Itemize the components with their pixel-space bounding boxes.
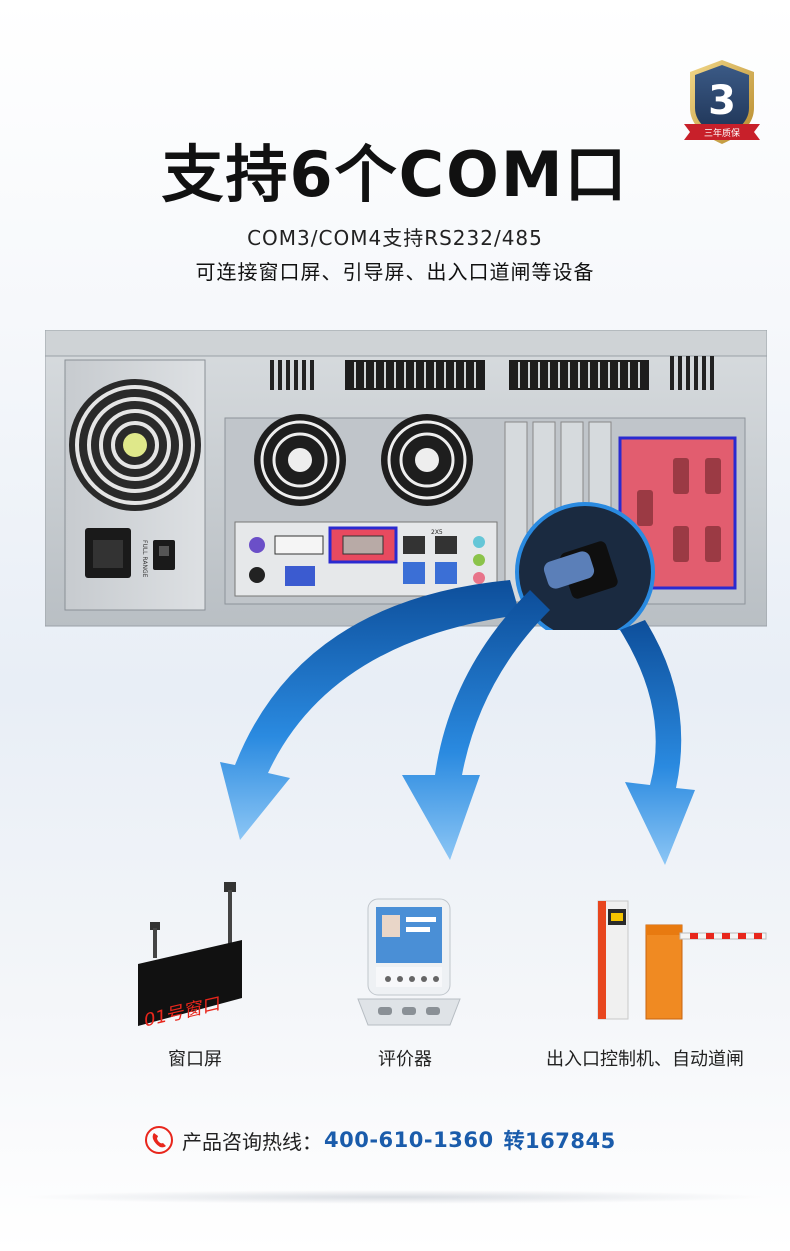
subtitle-com-support: COM3/COM4支持RS232/485 — [247, 226, 543, 250]
device-label-window-screen: 窗口屏 — [168, 1049, 222, 1070]
hotline-prefix: 产品咨询热线： — [182, 1129, 322, 1154]
window-display-icon: 01号窗口 — [138, 882, 242, 1030]
device-label-barrier-gate: 出入口控制机、自动道闸 — [546, 1049, 744, 1070]
subtitle-devices: 可连接窗口屏、引导屏、出入口道闸等设备 — [195, 260, 595, 284]
warranty-badge-icon: 3 三年质保 — [684, 60, 760, 144]
device-label-evaluator: 评价器 — [378, 1049, 432, 1070]
evaluator-icon — [357, 898, 461, 1026]
connection-arrows-icon — [220, 580, 695, 865]
svg-text:2X5: 2X5 — [431, 529, 443, 536]
phone-icon — [145, 1126, 173, 1154]
svg-text:三年质保: 三年质保 — [704, 127, 740, 139]
hotline-ext: 转167845 — [503, 1129, 616, 1153]
svg-text:FULL RANGE: FULL RANGE — [141, 540, 148, 578]
page-title: 支持6个COM口 — [161, 138, 629, 211]
chassis-rear-panel-image: FULL RANGE 2X5 — [45, 330, 767, 630]
hotline-bar: 产品咨询热线： 400-610-1360 转167845 — [144, 1122, 616, 1158]
barrier-gate-icon — [597, 900, 767, 1020]
hotline-phone[interactable]: 400-610-1360 — [324, 1128, 494, 1152]
bottom-shadow — [20, 1190, 770, 1204]
svg-text:3: 3 — [708, 78, 736, 124]
